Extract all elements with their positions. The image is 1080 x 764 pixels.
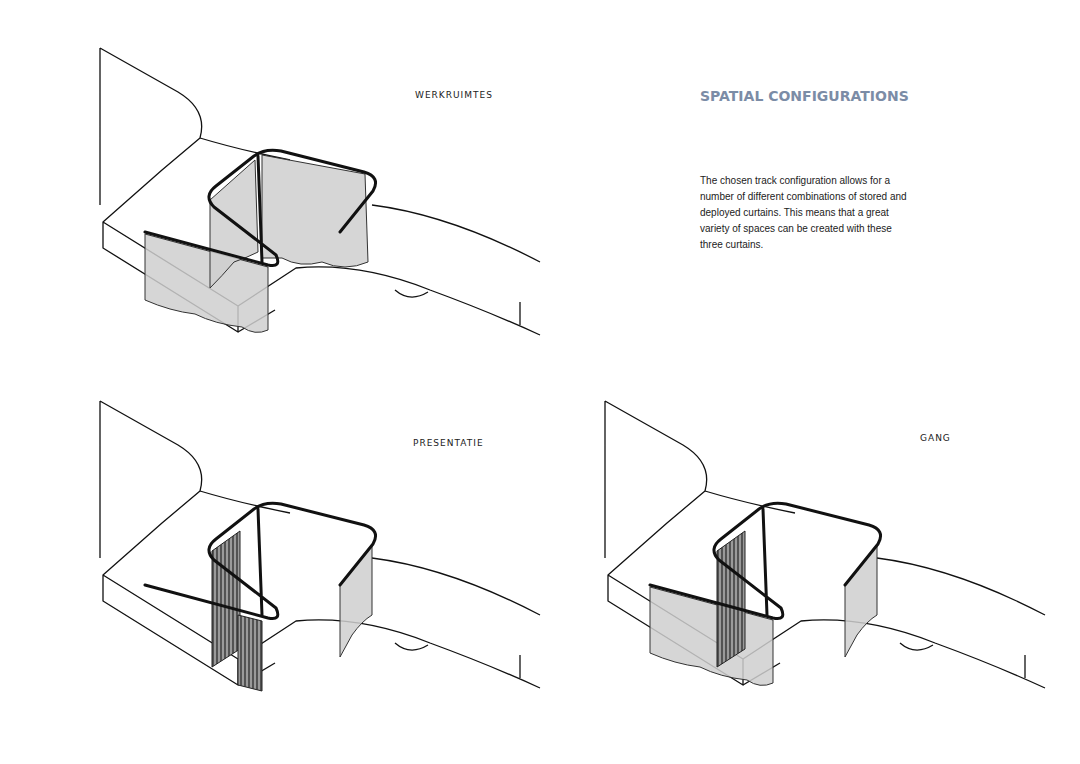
- config-label: GANG: [920, 433, 951, 443]
- sketch-gang: [605, 401, 1045, 688]
- config-label: PRESENTATIE: [413, 438, 484, 448]
- sketch-werkruimtes: [100, 48, 540, 335]
- description-text: The chosen track configuration allows fo…: [700, 173, 910, 253]
- sketch-presentatie: [100, 401, 540, 691]
- page-title: SPATIAL CONFIGURATIONS: [700, 88, 909, 104]
- config-label: WERKRUIMTES: [415, 90, 493, 100]
